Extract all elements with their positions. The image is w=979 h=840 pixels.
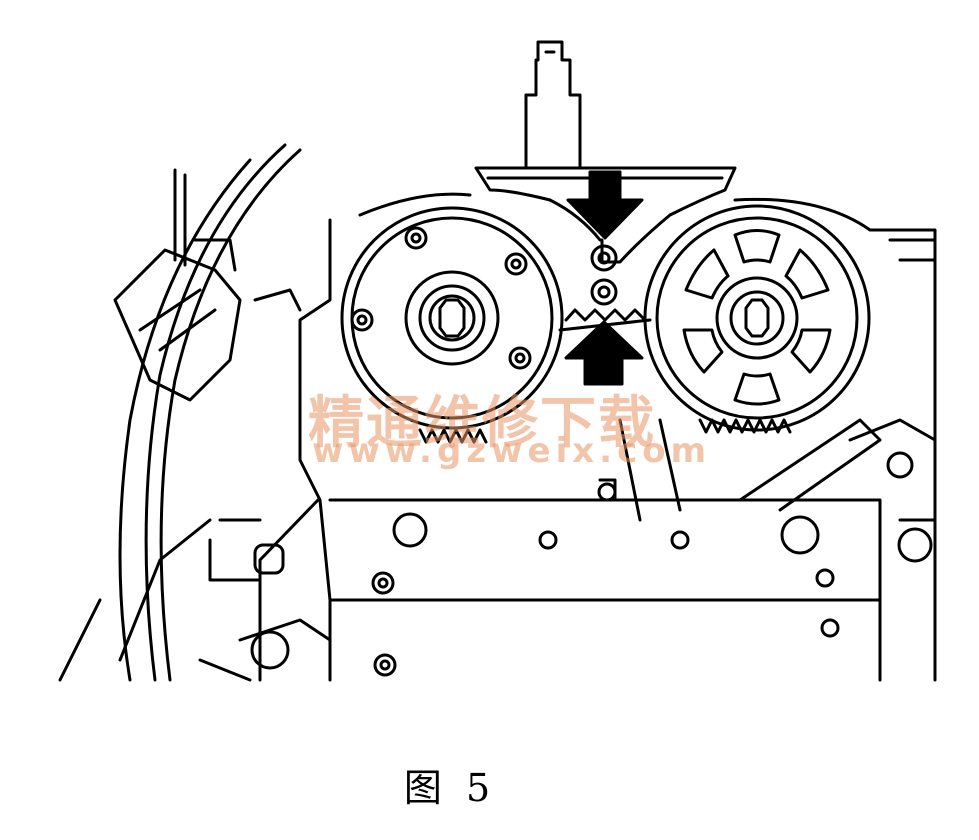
timing-tool-icon <box>474 40 737 332</box>
engine-timing-diagram <box>58 40 937 682</box>
arrow-down-icon <box>566 170 644 240</box>
engine-block <box>58 143 937 682</box>
camshaft-gear-icon <box>340 206 564 444</box>
arrow-up-icon <box>564 320 644 386</box>
figure-caption: 图 5 <box>403 766 497 810</box>
camshaft-sprocket-right <box>643 204 871 434</box>
